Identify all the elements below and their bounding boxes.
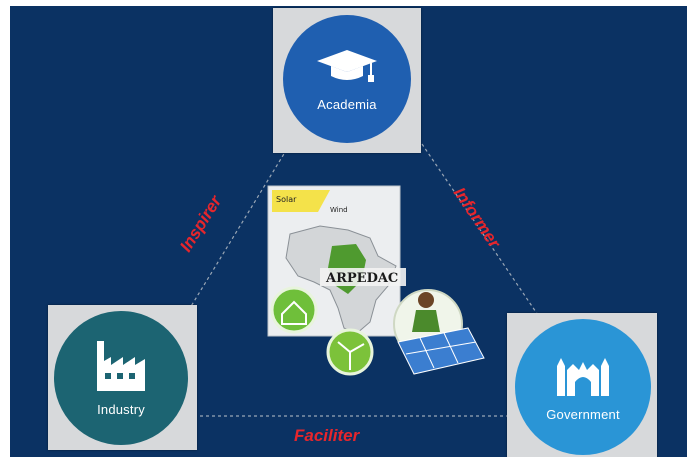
- government-node: Government: [507, 313, 657, 457]
- academia-label: Academia: [317, 97, 377, 112]
- government-label: Government: [546, 407, 620, 422]
- academia-circle: Academia: [283, 15, 411, 143]
- arpedac-title: ARPEDAC: [325, 271, 398, 286]
- solar-tag: Solar: [276, 195, 297, 204]
- diagram-background: Academia Industry: [10, 6, 687, 457]
- house-icon: [270, 286, 318, 334]
- industry-label: Industry: [97, 402, 145, 417]
- wind-tag: Wind: [330, 206, 348, 214]
- solar-panel-worker-icon: [393, 289, 485, 375]
- edge-label-faciliter: Faciliter: [294, 426, 360, 445]
- government-building-icon: [553, 352, 613, 401]
- connector-academia-industry: [189, 143, 291, 309]
- wind-turbine-icon: [326, 328, 374, 376]
- connector-lines: [189, 143, 541, 417]
- academia-node: Academia: [273, 8, 421, 153]
- industry-node: Industry: [48, 305, 197, 450]
- industry-circle: Industry: [54, 311, 188, 445]
- graduation-cap-icon: [315, 46, 379, 91]
- connector-academia-government: [421, 143, 541, 319]
- arpedac-illustration: Solar Wind ARPEDAC: [258, 182, 490, 382]
- factory-icon: [93, 339, 149, 396]
- government-circle: Government: [515, 319, 651, 455]
- solar-wind-banner: Solar Wind: [272, 190, 348, 214]
